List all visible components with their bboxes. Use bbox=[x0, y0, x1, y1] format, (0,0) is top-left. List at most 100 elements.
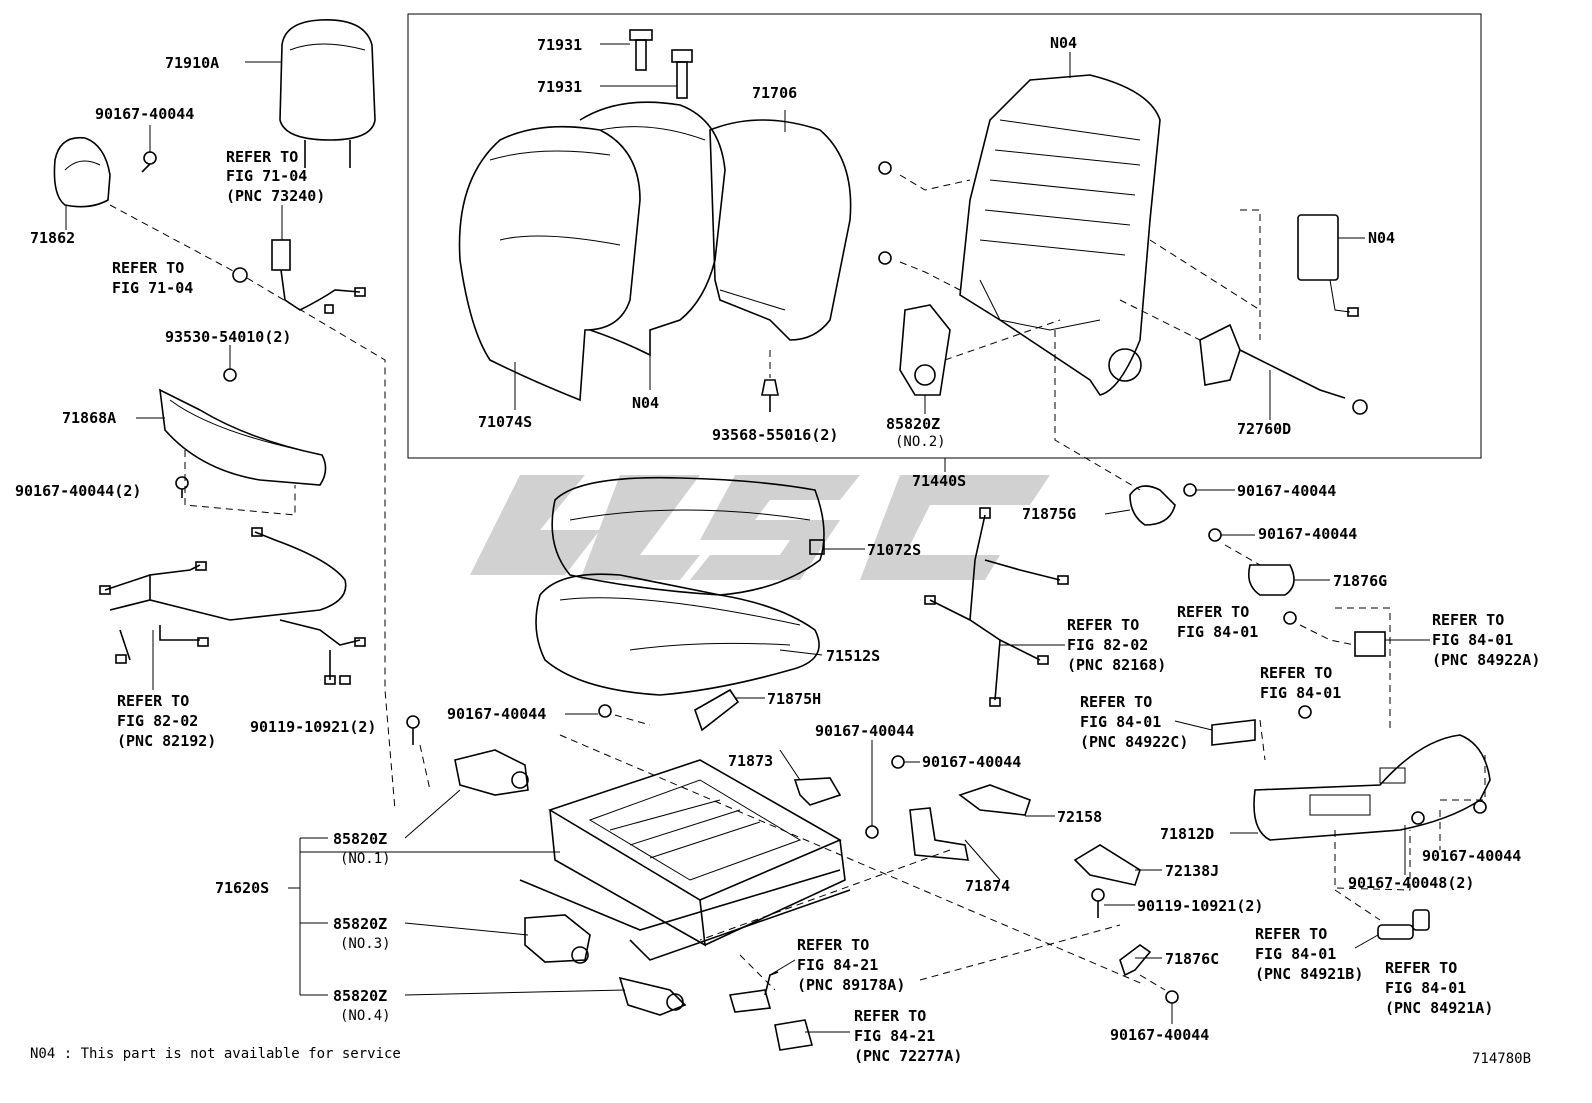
part-72158-drawing bbox=[958, 784, 1032, 816]
screw-icon bbox=[1165, 990, 1179, 1004]
label-71868A: 71868A bbox=[62, 409, 116, 427]
refer-pnc-label: (PNC 84921B) bbox=[1255, 965, 1363, 983]
knob-84921B-drawing bbox=[1377, 924, 1414, 940]
label-71874: 71874 bbox=[965, 877, 1010, 895]
label-71072S: 71072S bbox=[867, 541, 921, 559]
refer-pnc-label: (PNC 84922A) bbox=[1432, 651, 1540, 669]
label-71873: 71873 bbox=[728, 752, 773, 770]
label-72158: 72158 bbox=[1057, 808, 1102, 826]
bracket-71876C-drawing bbox=[1119, 944, 1152, 977]
refer-to-label: REFER TO bbox=[117, 692, 189, 710]
label-71812D: 71812D bbox=[1160, 825, 1214, 843]
footnote: N04 : This part is not available for ser… bbox=[30, 1046, 401, 1062]
refer-fig-label: FIG 84-21 bbox=[854, 1027, 935, 1045]
cushion-pad-71512S-drawing bbox=[535, 573, 820, 696]
label-71876G: 71876G bbox=[1333, 572, 1387, 590]
label-71706: 71706 bbox=[752, 84, 797, 102]
label-90167-40044: 90167-40044 bbox=[922, 753, 1021, 771]
label-71074S: 71074S bbox=[478, 413, 532, 431]
label-71620S: 71620S bbox=[215, 879, 269, 897]
refer-pnc-label: (PNC 82168) bbox=[1067, 656, 1166, 674]
label-71910A: 71910A bbox=[165, 54, 219, 72]
refer-fig-label: FIG 82-02 bbox=[117, 712, 198, 730]
watermark-logo bbox=[470, 475, 1050, 580]
label-72760D: 72760D bbox=[1237, 420, 1291, 438]
refer-fig-label: FIG 84-01 bbox=[1385, 979, 1466, 997]
label-85820Z: 85820Z bbox=[333, 830, 387, 848]
bolt-icon bbox=[878, 161, 892, 265]
label-90167-40044-2: 90167-40044(2) bbox=[15, 482, 141, 500]
refer-to-label: REFER TO bbox=[854, 1007, 926, 1025]
label-71931: 71931 bbox=[537, 36, 582, 54]
cover-71875G-drawing bbox=[1129, 485, 1176, 526]
wire-harness-82168-drawing bbox=[924, 507, 1069, 707]
label-no4: (NO.4) bbox=[340, 1008, 391, 1024]
seatback-board-71706-drawing bbox=[709, 119, 852, 341]
clip-71931-drawing bbox=[629, 29, 693, 99]
refer-to-label: REFER TO bbox=[1080, 693, 1152, 711]
label-93530-54010: 93530-54010(2) bbox=[165, 328, 291, 346]
label-85820Z: 85820Z bbox=[333, 987, 387, 1005]
refer-to-label: REFER TO bbox=[226, 148, 298, 166]
figure-id: 714780B bbox=[1472, 1051, 1531, 1067]
refer-fig-label: FIG 71-04 bbox=[112, 279, 193, 297]
part-72138J-drawing bbox=[1073, 844, 1141, 886]
bracket-71873-drawing bbox=[793, 777, 842, 806]
refer-pnc-label: (PNC 72277A) bbox=[854, 1047, 962, 1065]
refer-to-label: REFER TO bbox=[1255, 925, 1327, 943]
bolt-icon bbox=[406, 715, 420, 745]
screw-icon bbox=[598, 704, 612, 718]
seatback-cover-71074S-drawing bbox=[458, 125, 641, 402]
label-90167-40044: 90167-40044 bbox=[1422, 847, 1521, 865]
cover-71875H-drawing bbox=[694, 688, 740, 732]
label-90167-40044: 90167-40044 bbox=[1258, 525, 1357, 543]
label-no2: (NO.2) bbox=[895, 434, 946, 450]
label-90119-10921: 90119-10921(2) bbox=[1137, 897, 1263, 915]
screw-icon bbox=[1283, 611, 1312, 719]
refer-pnc-label: (PNC 84922C) bbox=[1080, 733, 1188, 751]
side-shield-71812D-drawing bbox=[1253, 734, 1491, 841]
clip-93568-drawing bbox=[761, 379, 779, 412]
refer-fig-label: FIG 82-02 bbox=[1067, 636, 1148, 654]
refer-fig-label: FIG 84-01 bbox=[1080, 713, 1161, 731]
refer-fig-label: FIG 84-21 bbox=[797, 956, 878, 974]
bracket-71620S bbox=[288, 789, 626, 996]
refer-pnc-label: (PNC 82192) bbox=[117, 732, 216, 750]
label-no3: (NO.3) bbox=[340, 936, 391, 952]
refer-to-label: REFER TO bbox=[797, 936, 869, 954]
label-93568-55016: 93568-55016(2) bbox=[712, 426, 838, 444]
switch-84922A-drawing bbox=[1354, 631, 1386, 657]
bolt-icon bbox=[1091, 888, 1105, 918]
bracket-71874-drawing bbox=[909, 807, 969, 861]
label-71931: 71931 bbox=[537, 78, 582, 96]
label-90119-10921: 90119-10921(2) bbox=[250, 718, 376, 736]
label-72138J: 72138J bbox=[1165, 862, 1219, 880]
screw-icon bbox=[141, 151, 157, 173]
label-90167-40044: 90167-40044 bbox=[1110, 1026, 1209, 1044]
refer-to-label: REFER TO bbox=[1260, 664, 1332, 682]
label-N04: N04 bbox=[1050, 34, 1077, 52]
wire-harness-82192-drawing bbox=[99, 527, 366, 685]
connector-89178A-drawing bbox=[728, 971, 779, 1013]
refer-fig-label: FIG 84-01 bbox=[1177, 623, 1258, 641]
lumbar-N04-drawing bbox=[1297, 214, 1359, 317]
label-71876C: 71876C bbox=[1165, 950, 1219, 968]
refer-to-label: REFER TO bbox=[1432, 611, 1504, 629]
label-90167-40044: 90167-40044 bbox=[1237, 482, 1336, 500]
label-90167-40044: 90167-40044 bbox=[815, 722, 914, 740]
screw-icon bbox=[1183, 483, 1222, 542]
cushion-cover-71072S-drawing bbox=[551, 476, 825, 596]
knob-84921A-drawing bbox=[1412, 909, 1430, 931]
label-90167-40044: 90167-40044 bbox=[95, 105, 194, 123]
label-85820Z: 85820Z bbox=[333, 915, 387, 933]
nut-icon bbox=[232, 267, 248, 283]
refer-fig-label: FIG 84-01 bbox=[1260, 684, 1341, 702]
label-N04: N04 bbox=[632, 394, 659, 412]
recliner-cable-72760D-drawing bbox=[1199, 323, 1368, 415]
seat-track-71620S-drawing bbox=[519, 759, 851, 961]
cover-71876G-drawing bbox=[1247, 564, 1295, 596]
seatback-pad-N04-drawing bbox=[579, 101, 726, 357]
refer-fig-label: FIG 84-01 bbox=[1432, 631, 1513, 649]
